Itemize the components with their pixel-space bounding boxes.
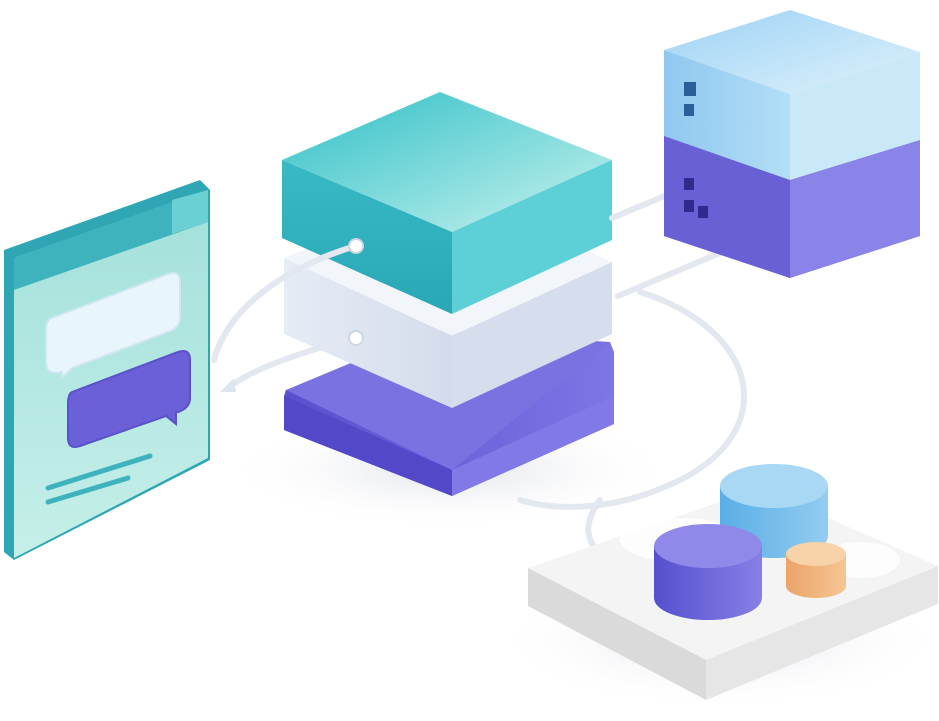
server-stack [664,10,920,278]
chat-bubble-light [45,272,181,381]
server-led-icon [684,104,694,116]
server-unit-top [664,10,920,180]
text-line [45,453,153,491]
database-cylinder-orange [786,542,846,598]
chat-bubble-purple [67,350,191,448]
text-line [45,475,131,505]
layer-stack-teal [282,92,612,314]
server-led-icon [684,200,694,212]
connector-dot [348,330,364,346]
server-led-icon [684,82,696,96]
database-cylinder-purple [654,524,762,620]
app-window-panel [4,180,210,560]
arrow-head-icon [220,378,236,392]
server-unit-bottom [664,136,920,278]
layer-stack [282,92,614,496]
connector-dot [348,238,364,254]
server-led-icon [684,178,694,190]
server-led-icon [698,206,708,218]
